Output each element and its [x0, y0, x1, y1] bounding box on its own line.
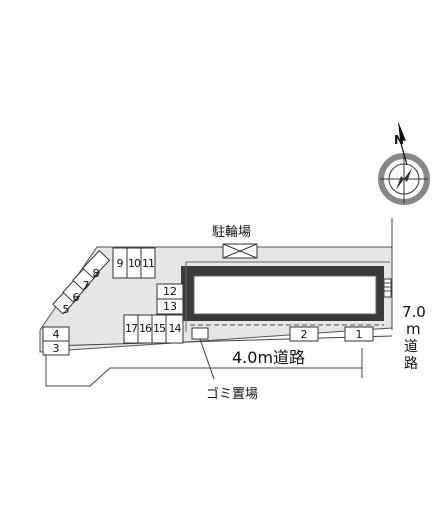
building-inner	[193, 275, 377, 315]
bicycle-parking-label: 駐輪場	[212, 225, 252, 240]
building-stair	[383, 278, 392, 298]
garbage-label: ゴミ置場	[206, 387, 259, 402]
slot-10: 10	[128, 257, 141, 270]
building-surround	[185, 261, 390, 332]
road-right-unit-label: m	[406, 320, 421, 338]
road-right-kanji-2: 路	[404, 356, 418, 372]
road-bottom-edge-top	[45, 335, 393, 347]
slot-17: 17	[125, 322, 138, 335]
slot-3: 3	[52, 342, 60, 355]
slot-5: 5	[62, 303, 70, 316]
road-bottom-label: 4.0m道路	[232, 348, 306, 367]
compass-icon	[378, 121, 430, 205]
slot-1: 1	[355, 328, 363, 341]
slot-2: 2	[300, 328, 308, 341]
slot-16: 16	[139, 322, 152, 335]
garbage-box	[191, 327, 209, 340]
north-label: N	[394, 133, 405, 147]
slot-15: 15	[153, 322, 166, 335]
slot-6: 6	[72, 291, 80, 304]
slot-12: 12	[163, 285, 177, 298]
slot-14: 14	[168, 322, 182, 335]
slot-8: 8	[92, 267, 100, 280]
slot-9: 9	[116, 257, 124, 270]
slot-4: 4	[52, 328, 60, 341]
slot-7: 7	[82, 279, 90, 292]
slot-11: 11	[142, 257, 155, 270]
garbage-leader	[199, 338, 215, 380]
road-right-kanji-1: 道	[404, 339, 418, 355]
road-bottom-edge-upper	[45, 348, 363, 387]
road-right-width-label: 7.0	[402, 303, 426, 321]
slot-13: 13	[163, 300, 177, 313]
